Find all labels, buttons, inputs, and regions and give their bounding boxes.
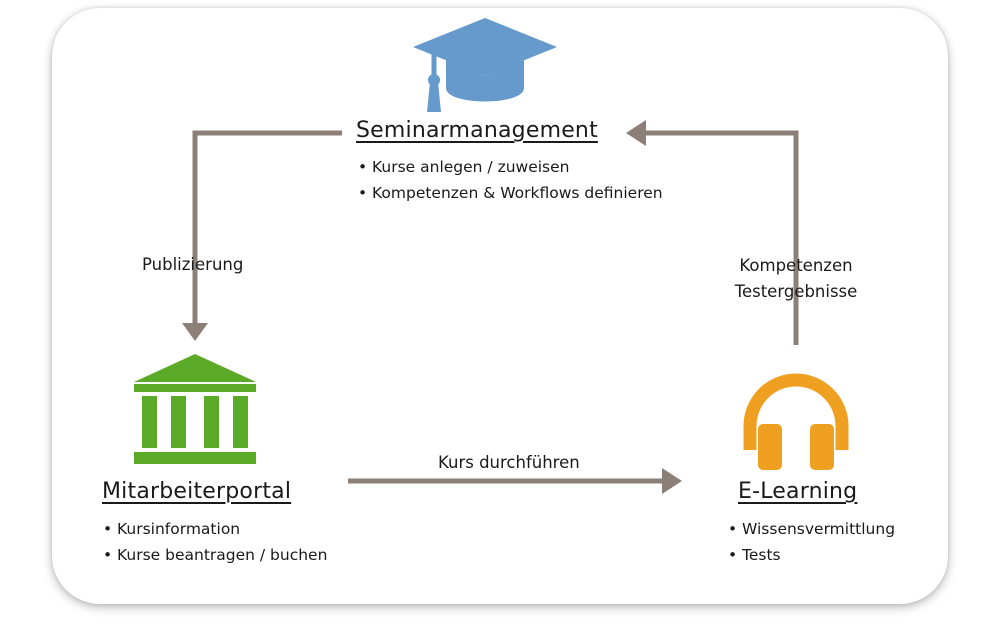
headphones-icon — [743, 373, 849, 470]
arrow-publish — [182, 130, 342, 341]
list-item: Kurse anlegen / zuweisen — [358, 154, 663, 180]
graduation-cap-icon — [413, 18, 557, 112]
list-item: Kompetenzen & Workflows definieren — [358, 180, 663, 206]
elearning-title: E-Learning — [738, 479, 858, 504]
seminarmanagement-bullets: Kurse anlegen / zuweisen Kompetenzen & W… — [358, 154, 663, 206]
kompetenzen-label: Kompetenzen — [739, 256, 853, 275]
bank-building-icon — [134, 354, 256, 464]
diagram-card — [52, 8, 948, 604]
arrow-feedback — [626, 120, 799, 345]
seminarmanagement-title: Seminarmanagement — [356, 118, 598, 143]
list-item: Kursinformation — [103, 516, 327, 542]
arrow-execute — [348, 468, 682, 494]
list-item: Kurse beantragen / buchen — [103, 542, 327, 568]
list-item: Wissensvermittlung — [728, 516, 895, 542]
mitarbeiterportal-bullets: Kursinformation Kurse beantragen / buche… — [103, 516, 327, 568]
publizierung-label: Publizierung — [142, 255, 244, 274]
testergebnisse-label: Testergebnisse — [734, 282, 858, 301]
kurs-durchfuehren-label: Kurs durchführen — [438, 453, 580, 472]
feedback-label: Kompetenzen Testergebnisse — [722, 253, 870, 305]
elearning-bullets: Wissensvermittlung Tests — [728, 516, 895, 568]
mitarbeiterportal-title: Mitarbeiterportal — [102, 479, 292, 504]
list-item: Tests — [728, 542, 895, 568]
